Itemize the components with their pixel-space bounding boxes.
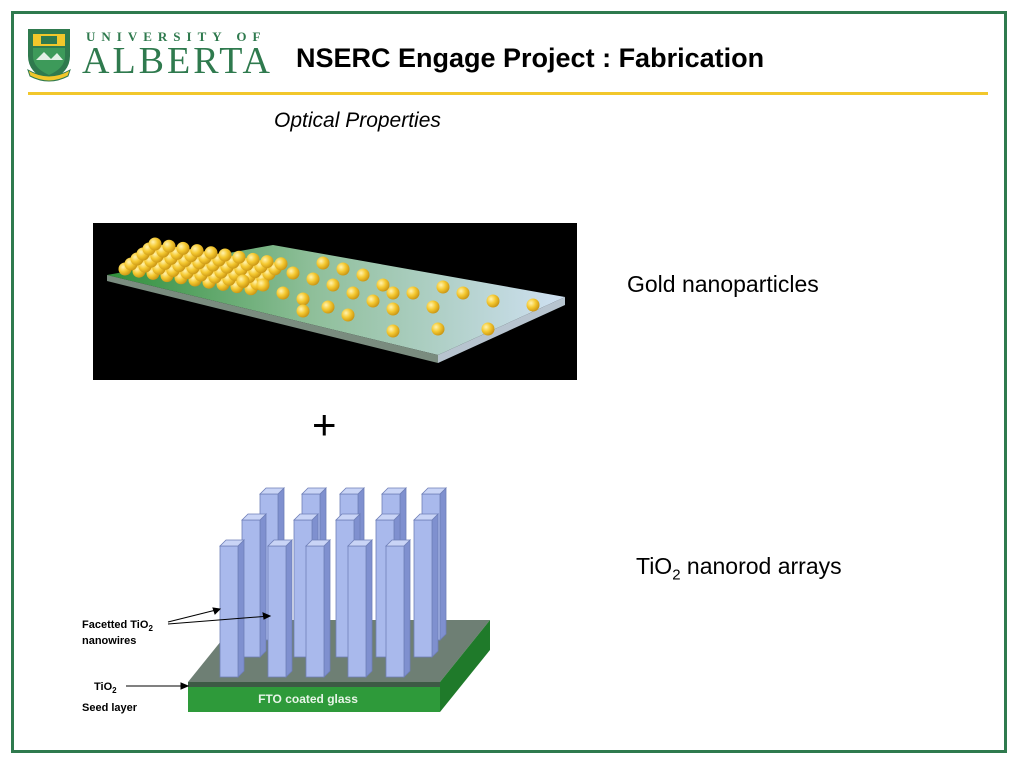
gold-particle <box>386 324 400 338</box>
gold-particle <box>190 244 204 258</box>
gold-particle <box>204 246 218 260</box>
gold-particle <box>456 286 470 300</box>
gold-particle <box>306 272 320 286</box>
tio2-label-suffix: nanorod arrays <box>680 553 842 579</box>
gold-particle <box>436 280 450 294</box>
plus-sign: + <box>312 401 337 448</box>
tio2-label-prefix: TiO <box>636 553 673 579</box>
nanorod-top <box>219 539 245 547</box>
gold-nanoparticles-image <box>93 223 577 380</box>
nanorod-top <box>421 487 447 495</box>
tio2-nanorod-label: TiO2 nanorod arrays <box>636 553 842 584</box>
nanorod-side <box>403 539 411 678</box>
nanorod-top <box>385 539 411 547</box>
university-logo: UNIVERSITY OF ALBERTA <box>24 26 270 84</box>
gold-particle <box>526 298 540 312</box>
nanorod-top <box>347 539 373 547</box>
nanorod <box>219 545 239 678</box>
nanorod-top <box>305 539 331 547</box>
gold-nanoparticles-label: Gold nanoparticles <box>627 271 819 297</box>
gold-particle <box>426 300 440 314</box>
nanorod-top <box>241 513 267 521</box>
gold-particle <box>321 300 335 314</box>
nanorod-top <box>301 487 327 495</box>
gold-particle <box>256 278 270 292</box>
logo-alberta: ALBERTA <box>82 40 273 82</box>
logo-university-of: UNIVERSITY OF <box>86 29 267 44</box>
gold-particle <box>246 252 260 266</box>
gold-particle <box>376 278 390 292</box>
gold-particle <box>336 262 350 276</box>
nanorod-side <box>285 539 293 678</box>
gold-particle <box>296 292 310 306</box>
gold-particle <box>356 268 370 282</box>
tio2-nanorod-image: FTO coated glass Facetted TiO2 nanowires… <box>78 482 498 722</box>
seed-layer-label: Seed layer <box>82 702 138 714</box>
nanorod-top <box>335 513 361 521</box>
nanorod-side <box>431 513 439 658</box>
gold-particle <box>406 286 420 300</box>
gold-particle <box>218 248 232 262</box>
nanorod-top <box>339 487 365 495</box>
header-divider <box>28 92 988 95</box>
nanowires-label: nanowires <box>82 635 136 647</box>
nanorod-side <box>323 539 331 678</box>
nanorod <box>305 545 325 678</box>
nanorod-top <box>259 487 285 495</box>
gold-particle <box>276 286 290 300</box>
gold-particle <box>386 302 400 316</box>
nanorod <box>385 545 405 678</box>
nanorod-top <box>413 513 439 521</box>
crest-icon <box>27 29 71 82</box>
gold-particle <box>431 322 445 336</box>
nanorod <box>413 519 433 658</box>
nanorod-top <box>381 487 407 495</box>
substrate-label: FTO coated glass <box>258 692 358 706</box>
gold-particle <box>386 286 400 300</box>
gold-particle <box>316 256 330 270</box>
gold-particle <box>366 294 380 308</box>
gold-particle <box>481 322 495 336</box>
gold-particle <box>176 241 190 255</box>
gold-particle <box>236 274 250 288</box>
nanorod <box>267 545 287 678</box>
facetted-label: Facetted TiO2 <box>82 619 153 633</box>
gold-particle <box>341 308 355 322</box>
nanorod-side <box>259 513 267 658</box>
tio2-seed-label: TiO2 <box>94 681 117 695</box>
nanorod-top <box>267 539 293 547</box>
nanorod-top <box>293 513 319 521</box>
slide-subtitle: Optical Properties <box>274 109 441 132</box>
nanorod-side <box>439 487 447 641</box>
tio2-label-subscript: 2 <box>672 566 681 584</box>
nanorod-side <box>237 539 245 678</box>
page-title: NSERC Engage Project : Fabrication <box>296 43 765 73</box>
gold-particle <box>346 286 360 300</box>
gold-particle <box>148 237 162 251</box>
slide-frame <box>11 11 1007 753</box>
gold-particle <box>274 257 288 271</box>
gold-particle <box>162 239 176 253</box>
gold-particle <box>326 278 340 292</box>
nanorod-top <box>375 513 401 521</box>
nanorod-side <box>365 539 373 678</box>
nanorod <box>347 545 367 678</box>
gold-particle <box>260 255 274 269</box>
gold-particle <box>486 294 500 308</box>
gold-particle <box>232 250 246 264</box>
gold-particle <box>296 304 310 318</box>
nanorod <box>241 519 261 658</box>
gold-particle <box>286 266 300 280</box>
